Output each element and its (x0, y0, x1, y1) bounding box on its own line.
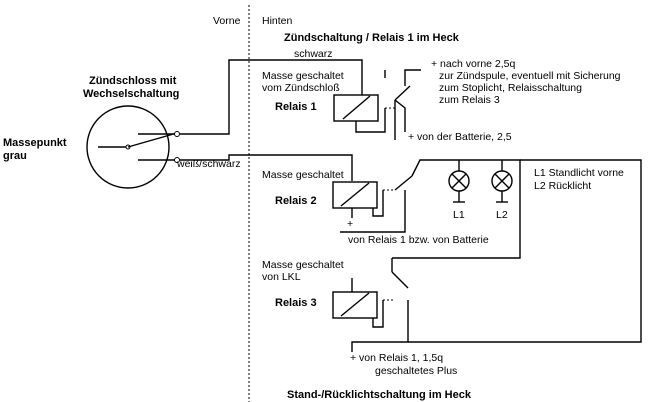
relay-2-label: Relais 2 (275, 195, 317, 207)
relay-1-ground-label-2: vom Zündschloß (262, 82, 340, 94)
wire-weiss-schwarz (180, 154, 353, 181)
relay-1-output-label-4: zum Relais 3 (439, 94, 500, 106)
ground-point-label-2: grau (3, 150, 27, 162)
relay-1-output-label-3: zum Stoplicht, Relaisschaltung (439, 82, 582, 94)
relay-3-output-wire (408, 159, 642, 343)
lamp-l1-label: L1 (453, 209, 465, 221)
relay-2-plus-label: + (347, 218, 353, 230)
ignition-switch (86, 105, 180, 189)
relay-1-label: Relais 1 (275, 101, 317, 113)
title-ignition-circuit: Zündschaltung / Relais 1 im Heck (284, 32, 460, 44)
header-hinten: Hinten (262, 15, 293, 27)
relay-3-ground-label-2: von LKL (262, 271, 301, 283)
header-vorne: Vorne (213, 15, 241, 27)
relay-3-supply-label-1: + von Relais 1, 1,5q (350, 352, 443, 364)
relay-1-ground-label-1: Masse geschaltet (262, 70, 344, 82)
relay-1-supply-label: + von der Batterie, 2,5 (408, 131, 512, 143)
relay-2-ground-label: Masse geschaltet (262, 169, 344, 181)
lamp-l2-symbol (491, 170, 513, 203)
ignition-switch-label-2: Wechselschaltung (83, 88, 179, 100)
relay-3-supply-label-2: geschaltetes Plus (375, 365, 457, 377)
relay-3-symbol (332, 258, 409, 352)
relay-1-output-label-2: zur Zündspule, eventuell mit Sicherung (439, 70, 621, 82)
relay-1-output-label-1: + nach vorne 2,5q (431, 58, 516, 70)
lamp-legend-1: L1 Standlicht vorne (534, 167, 624, 179)
lamp-legend-2: L2 Rücklicht (534, 180, 591, 192)
relay-2-symbol (332, 175, 413, 233)
relay-3-ground-label-1: Masse geschaltet (262, 259, 344, 271)
lamp-l2-label: L2 (496, 209, 508, 221)
ground-point-label-1: Massepunkt (3, 137, 67, 149)
wire-schwarz-label: schwarz (294, 48, 333, 60)
lamp-l1-symbol (448, 170, 470, 203)
relay-1-symbol (333, 70, 411, 140)
ignition-switch-label-1: Zündschloss mit (89, 75, 177, 87)
relay-2-supply-label: von Relais 1 bzw. von Batterie (348, 234, 489, 246)
title-light-circuit: Stand-/Rücklichtschaltung im Heck (287, 389, 472, 401)
wire-schwarz (180, 59, 363, 135)
wire-weiss-schwarz-label: weiß/schwarz (176, 158, 241, 170)
relay-1-output-wire (404, 69, 421, 86)
relay-3-label: Relais 3 (275, 297, 317, 309)
